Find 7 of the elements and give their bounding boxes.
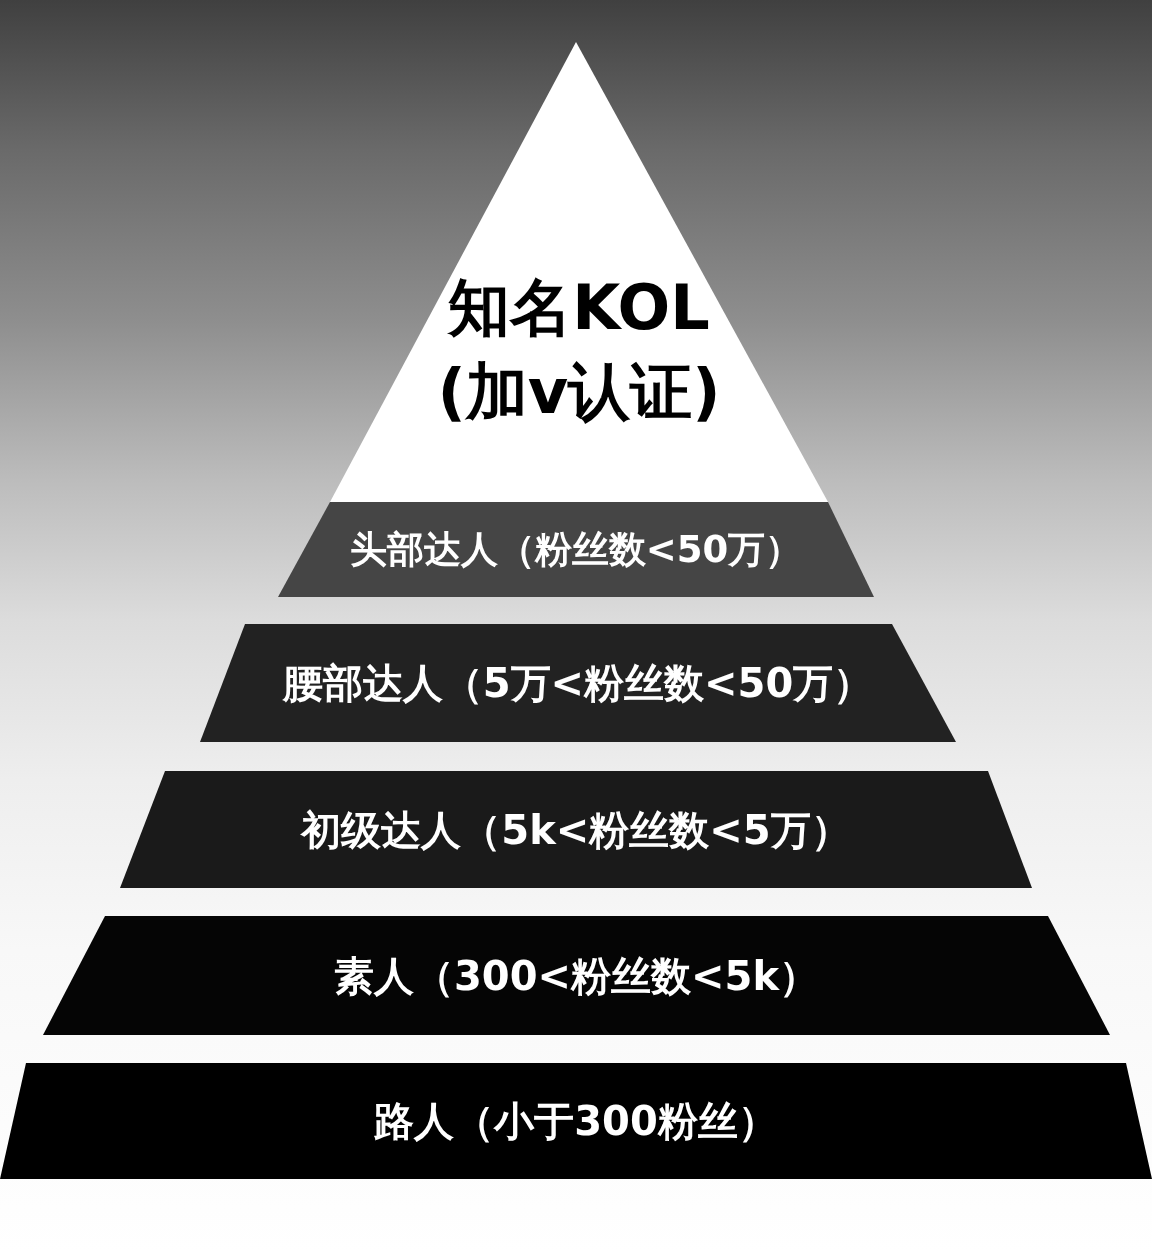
- tier-label: 初级达人（5k<粉丝数<5万）: [301, 806, 851, 855]
- tier-label: 腰部达人（5万<粉丝数<50万）: [282, 659, 874, 708]
- apex-label: 知名KOL: [448, 270, 710, 346]
- tier-label: 头部达人（粉丝数<50万）: [349, 527, 803, 573]
- tier-label: 路人（小于300粉丝）: [374, 1097, 778, 1146]
- apex-label: (加v认证): [437, 354, 721, 430]
- tier-label: 素人（300<粉丝数<5k）: [334, 952, 819, 1001]
